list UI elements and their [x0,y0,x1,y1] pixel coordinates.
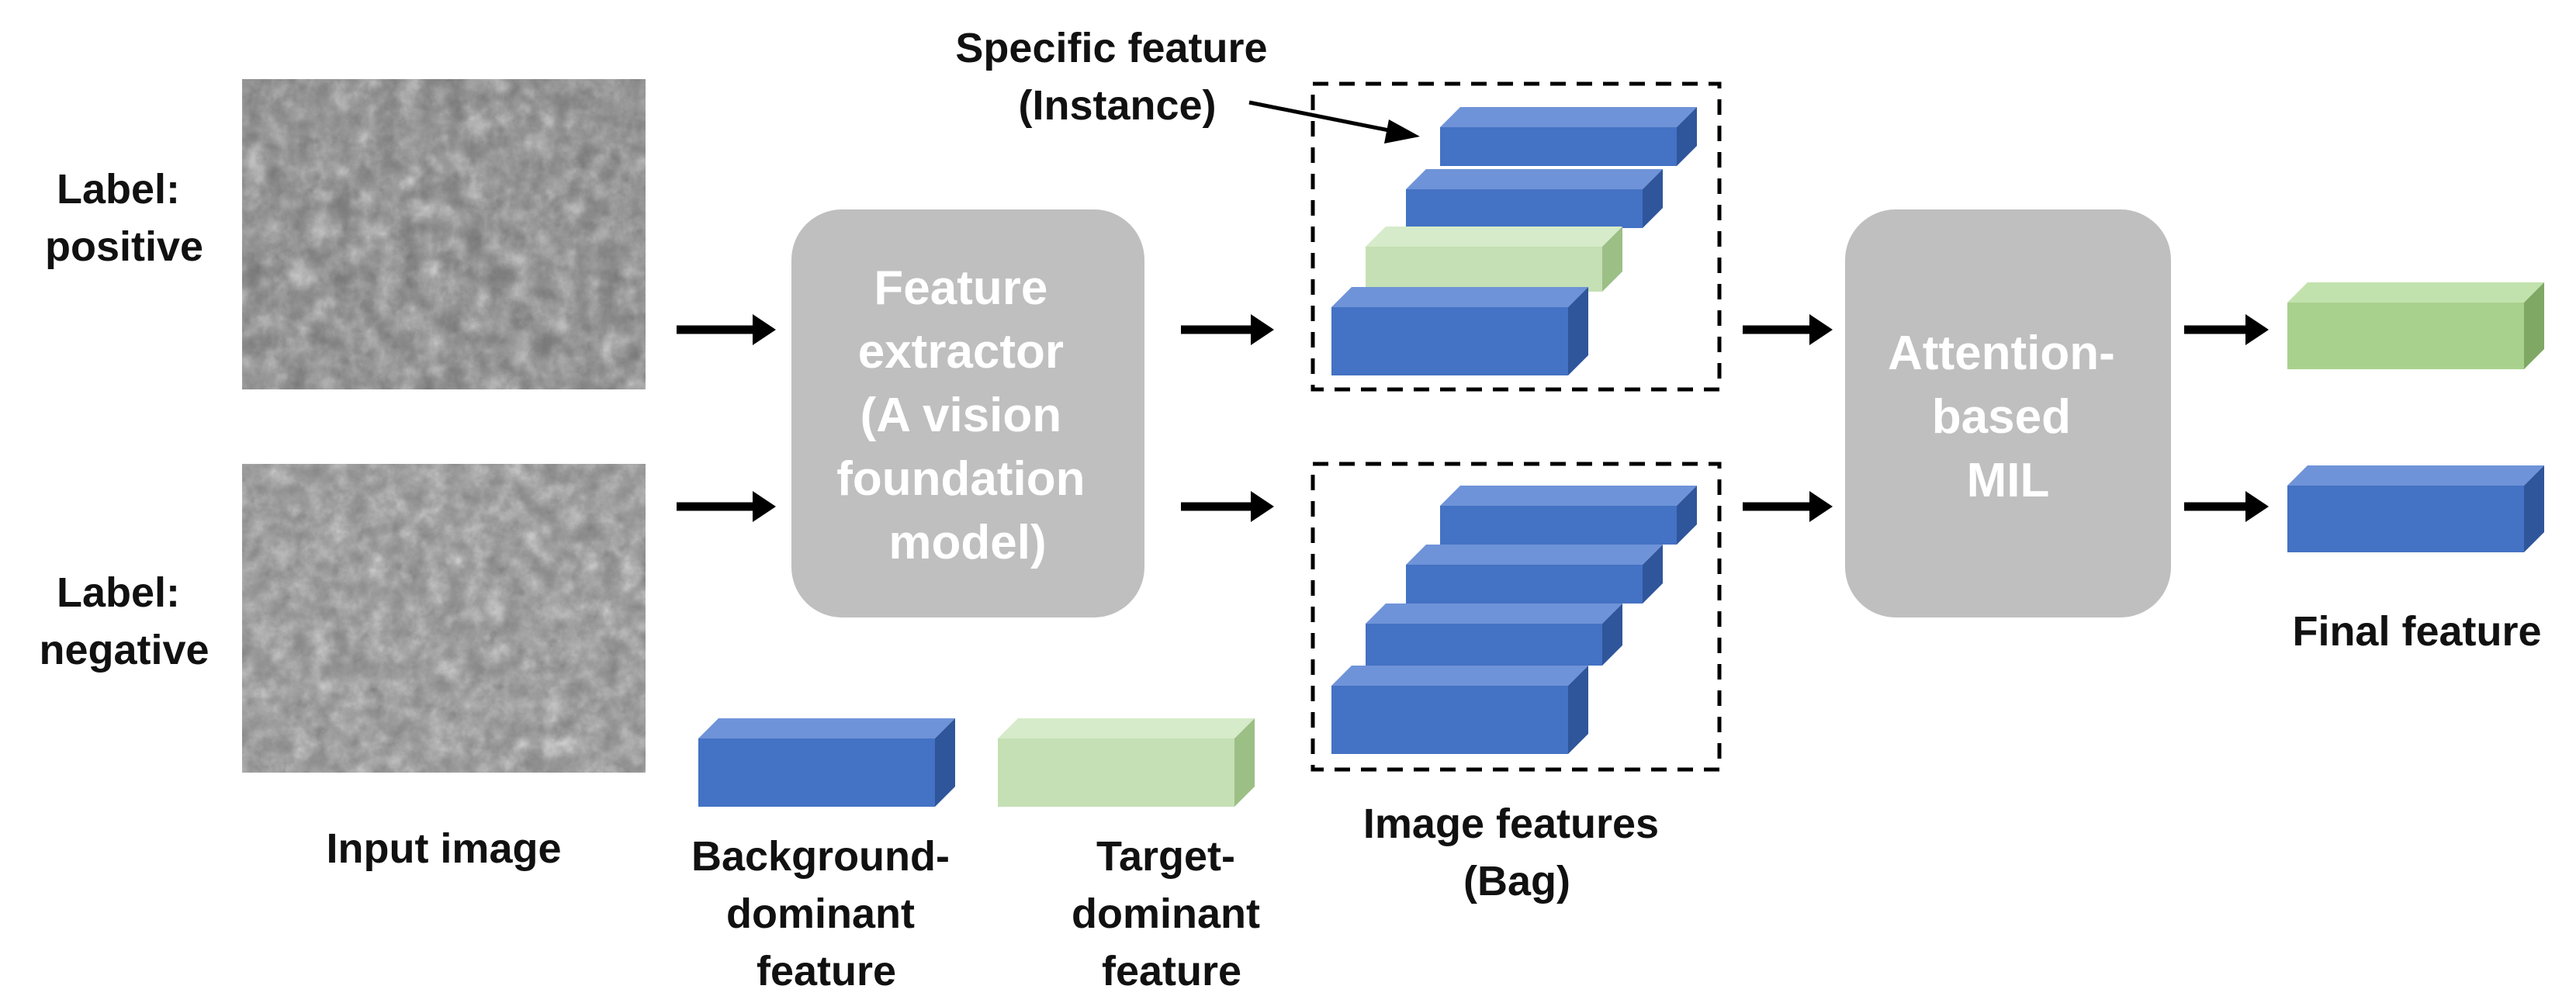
feature-cube-positive-target [1366,227,1622,292]
feature-cube-positive-2 [1406,169,1663,228]
legend-background-label: Background- dominant feature [691,833,961,994]
svg-text:Feature extractor: Feature extractor (A vision foundation m… [836,261,1098,569]
arrow-mil-to-final-top [2184,314,2269,345]
feature-extractor-box: Feature extractor (A vision foundation m… [791,209,1144,617]
specific-feature-pointer [1248,100,1420,144]
arrow-bag-to-mil-top [1743,314,1833,345]
specific-feature-label: Specific feature (Instance) [955,25,1279,129]
legend-background-cube [698,718,955,807]
legend-target-cube [998,718,1255,807]
feature-cube-positive-1 [1440,107,1697,166]
arrow-bag-to-mil-bottom [1743,491,1833,522]
input-image-positive [242,79,646,389]
input-image-negative [242,464,646,773]
arrow-extractor-to-bag-top [1181,314,1274,345]
legend-target-label: Target- dominant feature [1072,833,1272,994]
label-positive: Label: positive [45,166,203,270]
feature-cube-negative-3 [1366,604,1622,666]
bag-box-positive [1311,81,1722,392]
feature-cube-negative-1 [1440,486,1697,545]
input-image-caption: Input image [326,825,561,872]
final-feature-cube-positive [2287,282,2544,369]
feature-cube-positive-4 [1331,287,1588,375]
bag-box-negative [1311,462,1722,772]
feature-cube-negative-2 [1406,545,1663,604]
arrow-extractor-to-bag-bottom [1181,491,1274,522]
arrow-image-to-extractor-top [677,314,776,345]
arrow-mil-to-final-bottom [2184,491,2269,522]
feature-cube-negative-4 [1331,666,1588,754]
attention-mil-box: Attention- based MIL [1845,209,2171,617]
final-feature-cube-negative [2287,465,2544,552]
feature-cubes [698,107,2544,807]
svg-text:Attention- based M: Attention- based MIL [1888,327,2128,507]
image-features-caption: Image features (Bag) [1363,801,1671,904]
final-feature-caption: Final feature [2292,608,2541,655]
label-negative: Label: negative [39,569,209,673]
arrow-image-to-extractor-bottom [677,491,776,522]
